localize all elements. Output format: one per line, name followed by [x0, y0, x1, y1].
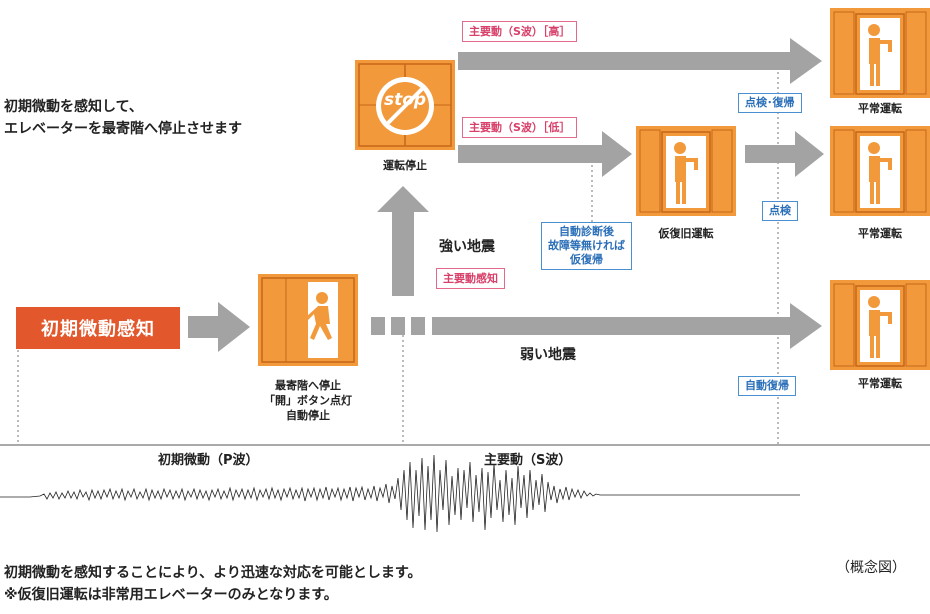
initial-detect-box: 初期微動感知	[16, 307, 180, 349]
intro-text: 初期微動を感知して、 エレベーターを最寄階へ停止させます	[4, 96, 242, 140]
diagnosis-line-1: 自動診断後	[559, 225, 614, 238]
concept-note: （概念図）	[836, 560, 906, 576]
nearest-stop-line-1: 最寄階へ停止	[275, 379, 341, 392]
strong-quake-label: 強い地震	[439, 239, 495, 255]
inspect-recover-badge: 点検･復帰	[738, 93, 802, 113]
s-wave-label: 主要動（S波）	[484, 453, 572, 468]
diagnosis-line-2: 故障等無ければ	[548, 239, 625, 252]
intro-line-1: 初期微動を感知して、	[4, 99, 143, 115]
nearest-stop-caption: 最寄階へ停止 「開」ボタン点灯 自動停止	[248, 378, 368, 423]
nearest-stop-line-3: 自動停止	[286, 409, 330, 422]
temp-recovery-label: 仮復旧運転	[658, 227, 714, 240]
diagnosis-box: 自動診断後 故障等無ければ 仮復帰	[541, 222, 632, 270]
normal-op-2: 平常運転	[858, 227, 902, 240]
nearest-stop-line-2: 「開」ボタン点灯	[264, 394, 352, 407]
normal-op-3: 平常運転	[858, 377, 902, 390]
auto-recover-badge: 自動復帰	[738, 376, 796, 396]
main-high-badge: 主要動（S波）［高］	[462, 21, 578, 42]
normal-op-1: 平常運転	[858, 102, 902, 115]
intro-line-2: エレベーターを最寄階へ停止させます	[4, 121, 242, 137]
main-motion-detect-badge: 主要動感知	[436, 268, 505, 289]
p-wave-label: 初期微動（P波）	[158, 453, 259, 468]
inspect-badge: 点検	[762, 201, 798, 221]
footer-text: 初期微動を感知することにより、より迅速な対応を可能とします。 ※仮復旧運転は非常…	[4, 562, 421, 606]
stop-icon: stop	[383, 90, 427, 110]
main-low-badge: 主要動（S波）［低］	[462, 117, 578, 138]
weak-quake-label: 弱い地震	[520, 347, 576, 363]
footer-line-1: 初期微動を感知することにより、より迅速な対応を可能とします。	[4, 565, 422, 581]
operation-stop-label: 運転停止	[383, 159, 427, 172]
footer-line-2: ※仮復旧運転は非常用エレベーターのみとなります。	[4, 587, 338, 603]
diagnosis-line-3: 仮復帰	[570, 253, 603, 266]
